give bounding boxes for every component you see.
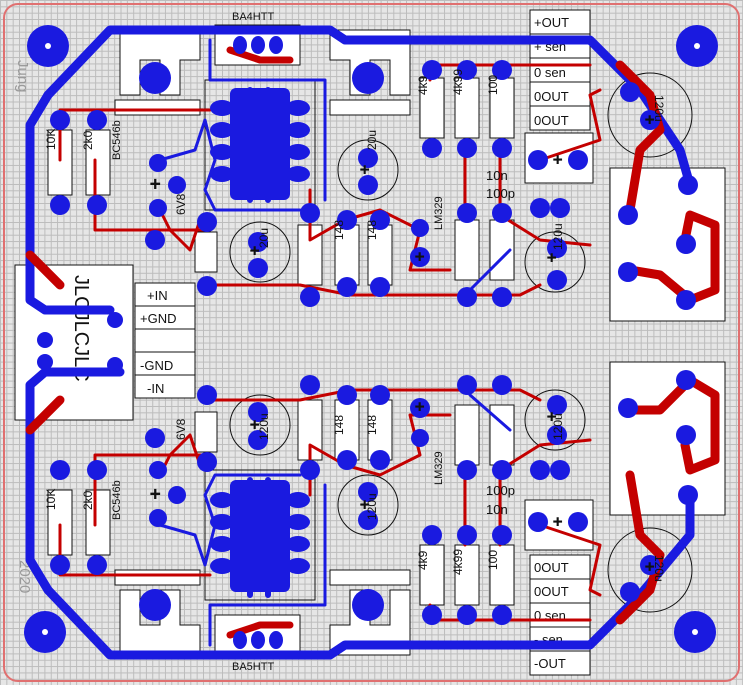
output-connector-top: +OUT + sen 0 sen 0OUT 0OUT [529, 9, 591, 131]
svg-text:+: + [553, 152, 562, 169]
terminal-box-upper [609, 167, 726, 322]
out-bot-label-1: 0OUT [534, 584, 569, 599]
svg-text:+: + [547, 409, 556, 426]
cap-circle-l1 [229, 394, 291, 456]
res-4k9-label-lower: 4k9 [416, 550, 430, 570]
output-connector-bottom: 0OUT 0OUT 0 sen - sen -OUT [529, 554, 591, 676]
jlc-block [14, 264, 134, 421]
out-bot-label-4: -OUT [534, 656, 566, 671]
cap-20u-a-label-upper: 20u [257, 228, 271, 248]
diode-a-label-lower: 148 [332, 415, 346, 435]
svg-text:+: + [415, 249, 424, 266]
ic-label-upper: BA4HTT [232, 11, 274, 23]
input-connector: +IN +GND -GND -IN [134, 282, 196, 399]
svg-text:+: + [360, 162, 369, 179]
res-10k-label-upper: 10K [44, 129, 58, 150]
zener-label-lower: 6V8 [174, 418, 188, 440]
svg-text:+: + [360, 497, 369, 514]
input-label-1: +GND [140, 311, 176, 326]
cap-circle-l2 [337, 474, 399, 536]
cap-circle-u3 [524, 231, 586, 293]
cap-20u-b-label-lower: 120u [365, 493, 379, 520]
reg-ic-label-lower: LM329 [433, 451, 445, 485]
svg-text:+: + [250, 417, 259, 434]
res-100-label-lower: 100 [486, 550, 500, 570]
out-top-label-2: 0 sen [534, 65, 566, 80]
res-10k-label-lower: 10K [44, 489, 58, 510]
labels-lower: 10K 2k0 BC546b 6V8 4k9 4k99 100 120u 120… [44, 413, 666, 581]
ghost-text-bottom: 2020 [16, 560, 33, 593]
cap-100p-label-lower: 100p [486, 483, 515, 498]
transistor-label-lower: BC546b [111, 480, 123, 520]
opamp-outline-lower [204, 469, 316, 601]
input-label-0: +IN [147, 288, 168, 303]
mounting-holes [24, 25, 718, 653]
diode-a-label-upper: 148 [332, 220, 346, 240]
reg-ic-label-upper: LM329 [433, 196, 445, 230]
cap-20u-a-label-lower: 120u [257, 413, 271, 440]
cap-circle-l3 [524, 389, 586, 451]
cap-circle-upper [607, 72, 693, 158]
labels-upper: 10K 2k0 BC546b 6V8 4k9 4k99 100 20u 20u … [44, 69, 666, 250]
diode-b-label-lower: 148 [365, 415, 379, 435]
svg-text:+: + [547, 250, 556, 267]
input-label-2: -GND [140, 358, 173, 373]
diode-b-label-upper: 148 [365, 220, 379, 240]
out-top-label-4: 0OUT [534, 113, 569, 128]
svg-text:+: + [645, 559, 654, 576]
cap-120u-out-label-lower: 120u [652, 555, 666, 582]
out-bot-label-0: 0OUT [534, 560, 569, 575]
out-top-label-3: 0OUT [534, 89, 569, 104]
svg-text:+: + [645, 112, 654, 129]
cap-120u-reg-label-lower: 120u [551, 413, 565, 440]
svg-text:+: + [150, 484, 161, 504]
svg-text:+: + [553, 514, 562, 531]
svg-text:+: + [150, 174, 161, 194]
res-4k99-label-upper: 4k99 [451, 69, 465, 95]
board-outline [3, 3, 740, 682]
heatsink-lower [114, 569, 411, 656]
res-4k99-label-lower: 4k99 [451, 549, 465, 575]
res-100-label-upper: 100 [486, 75, 500, 95]
res-2k-label-upper: 2k0 [81, 130, 95, 150]
svg-text:+: + [415, 399, 424, 416]
zener-label-upper: 6V8 [174, 193, 188, 215]
component-pads [37, 36, 698, 649]
cap-10n-label-upper: 10n [486, 168, 508, 183]
polarity-marks: + + + + + + + + + + + + + + [150, 112, 655, 577]
cap-120u-reg-label-upper: 120u [551, 223, 565, 250]
ic-label-lower: BA5HTT [232, 661, 274, 673]
input-label-3: -IN [147, 381, 164, 396]
cap-circle-lower [607, 527, 693, 613]
res-4k9-label-upper: 4k9 [416, 75, 430, 95]
cap-20u-b-label-upper: 20u [365, 130, 379, 150]
jlc-label: JLCJLCJLC [70, 275, 92, 382]
cap-10n-label-lower: 10n [486, 502, 508, 517]
cap-120u-out-label-upper: 120u [652, 95, 666, 122]
ghost-text-top: Jung [14, 60, 31, 93]
res-2k-label-lower: 2k0 [81, 490, 95, 510]
cap-circle-u1 [229, 221, 291, 283]
transistor-label-upper: BC546b [111, 120, 123, 160]
svg-text:+: + [250, 243, 259, 260]
cap-100p-label-upper: 100p [486, 186, 515, 201]
out-top-label-0: +OUT [534, 15, 569, 30]
cap-circle-u2 [337, 139, 399, 201]
terminal-box-lower [609, 361, 726, 516]
